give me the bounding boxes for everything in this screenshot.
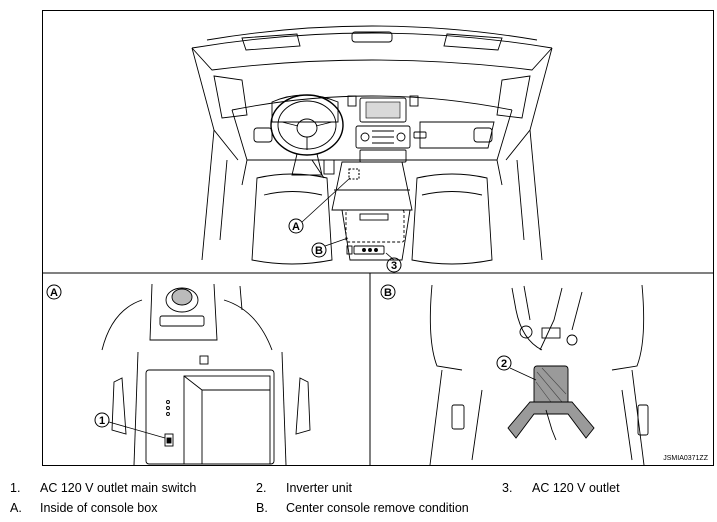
legend-key: 1. bbox=[10, 481, 21, 495]
panel-a-label: A bbox=[46, 284, 62, 300]
callout-a-top-label: A bbox=[292, 221, 300, 233]
callout-3: 3 bbox=[386, 257, 402, 273]
callout-1: 1 bbox=[94, 412, 110, 428]
callout-b-top: B bbox=[311, 242, 327, 258]
panel-b-leader-2 bbox=[509, 367, 537, 381]
figure-border bbox=[42, 10, 714, 466]
panel-a-console-box-illustration bbox=[101, 283, 311, 466]
legend-key: A. bbox=[10, 501, 22, 515]
callout-b-top-label: B bbox=[315, 245, 323, 257]
legend-text: Inverter unit bbox=[286, 481, 353, 495]
legend-item-2: 2. Inverter unit bbox=[256, 481, 352, 495]
callout-2: 2 bbox=[496, 355, 512, 371]
legend-key: 2. bbox=[256, 481, 267, 495]
legend-key: B. bbox=[256, 501, 268, 515]
figure-code: JSMIA0371ZZ bbox=[663, 455, 708, 462]
diagram-figure: A B 3 A bbox=[42, 10, 714, 466]
legend-item-a: A. Inside of console box bbox=[10, 501, 157, 515]
legend-text: AC 120 V outlet main switch bbox=[40, 481, 197, 495]
panel-a-leader-1 bbox=[108, 421, 166, 439]
legend-item-3: 3. AC 120 V outlet bbox=[502, 481, 620, 495]
callout-2-label: 2 bbox=[501, 358, 507, 370]
panel-b-label-text: B bbox=[384, 287, 392, 299]
legend-item-b: B. Center console remove condition bbox=[256, 501, 469, 515]
top-callout-leaders bbox=[301, 177, 395, 261]
legend-text: Inside of console box bbox=[40, 501, 158, 515]
callout-3-label: 3 bbox=[391, 260, 397, 272]
callout-1-label: 1 bbox=[99, 415, 105, 427]
callout-a-top: A bbox=[288, 218, 304, 234]
panel-b-label: B bbox=[380, 284, 396, 300]
legend-key: 3. bbox=[502, 481, 513, 495]
legend-item-1: 1. AC 120 V outlet main switch bbox=[10, 481, 196, 495]
vehicle-interior-illustration bbox=[191, 25, 553, 265]
legend-text: Center console remove condition bbox=[286, 501, 469, 515]
legend-text: AC 120 V outlet bbox=[532, 481, 620, 495]
panel-b-center-console-illustration bbox=[429, 284, 649, 466]
panel-a-label-text: A bbox=[50, 287, 58, 299]
